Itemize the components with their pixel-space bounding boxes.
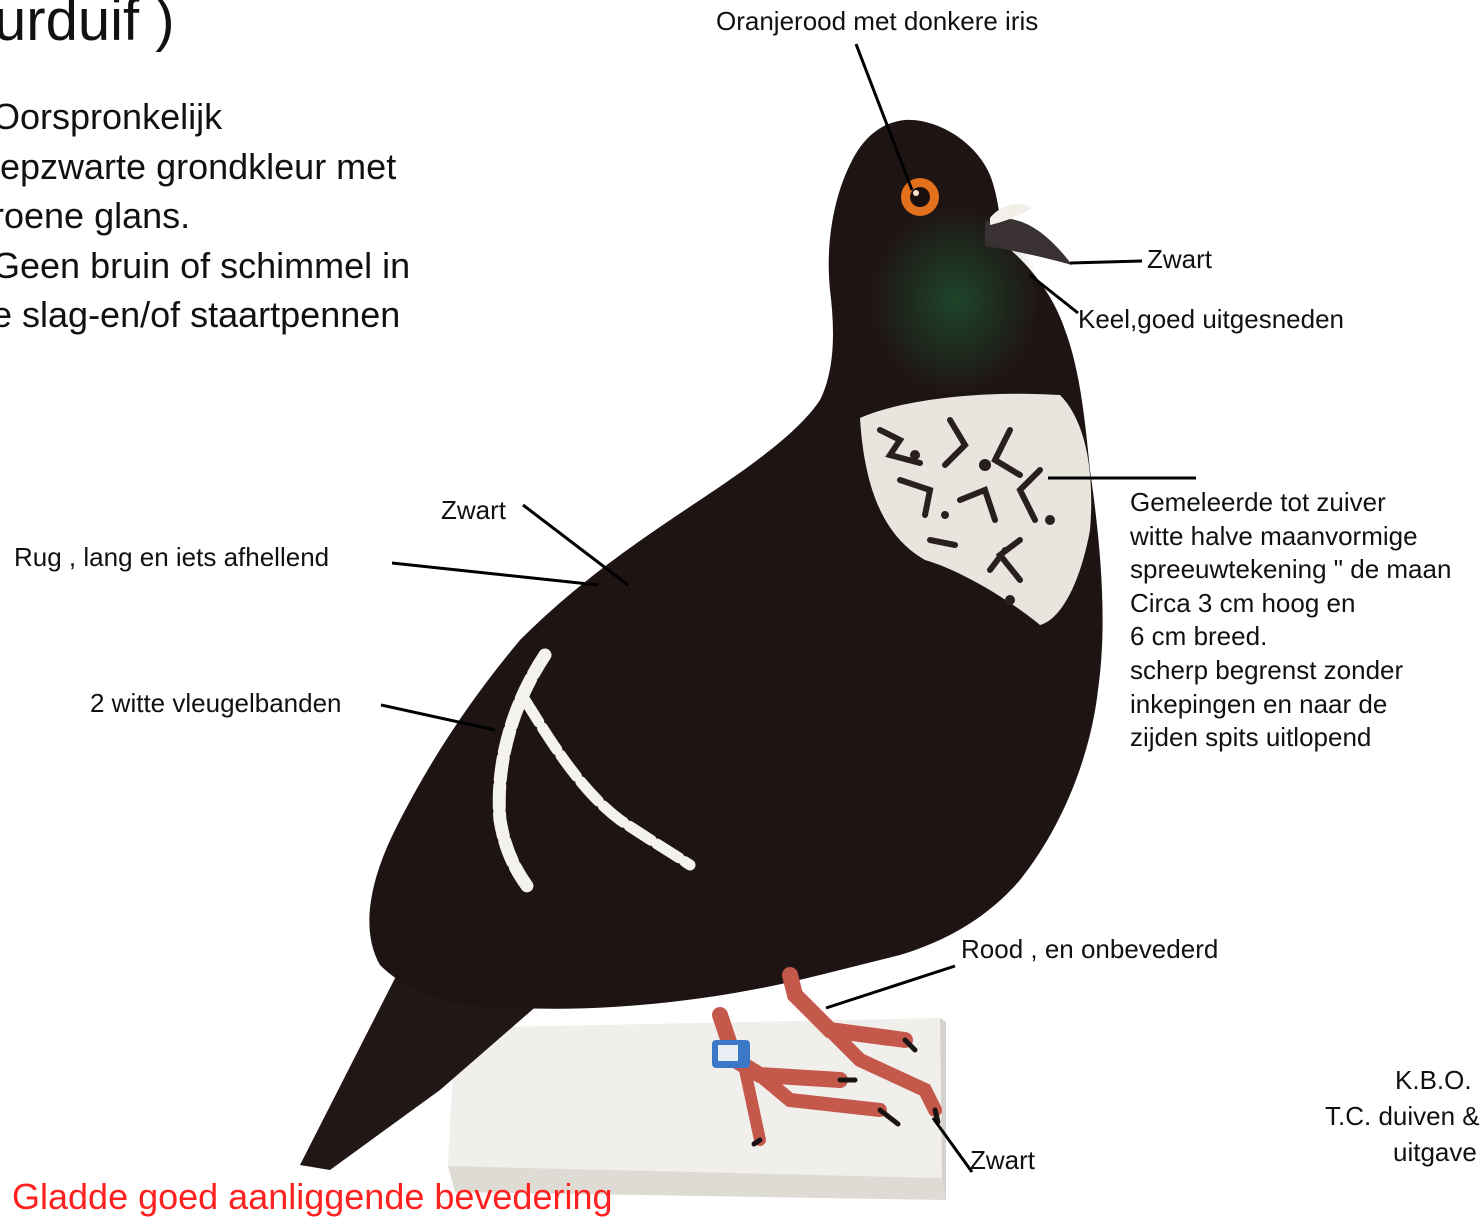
label-eye: Oranjerood met donkere iris bbox=[716, 8, 1038, 34]
label-back-color: Zwart bbox=[441, 497, 506, 523]
moon-description-line: scherp begrenst zonder bbox=[1130, 654, 1451, 688]
breed-description: Oorspronkelijk iepzwarte grondkleur met … bbox=[0, 92, 410, 340]
label-nails: Zwart bbox=[970, 1147, 1035, 1173]
moon-description-line: 6 cm breed. bbox=[1130, 620, 1451, 654]
moon-description: Gemeleerde tot zuiver witte halve maanvo… bbox=[1130, 486, 1451, 755]
label-legs: Rood , en onbevederd bbox=[961, 936, 1218, 962]
description-line: roene glans. bbox=[0, 191, 410, 241]
moon-description-line: witte halve maanvormige bbox=[1130, 520, 1451, 554]
credit-line: K.B.O. bbox=[1395, 1062, 1472, 1098]
description-line: Geen bruin of schimmel in bbox=[0, 241, 410, 291]
footer-note: Gladde goed aanliggende bevedering bbox=[12, 1179, 613, 1215]
credit-tc: T.C. duiven & bbox=[1325, 1098, 1480, 1134]
leader-line-legs bbox=[826, 966, 955, 1008]
moon-description-line: spreeuwtekening " de maan bbox=[1130, 553, 1451, 587]
label-back-shape: Rug , lang en iets afhellend bbox=[14, 544, 329, 570]
moon-description-line: zijden spits uitlopend bbox=[1130, 721, 1451, 755]
moon-description-line: Gemeleerde tot zuiver bbox=[1130, 486, 1451, 520]
label-beak: Zwart bbox=[1147, 246, 1212, 272]
leader-line-back-color bbox=[523, 505, 628, 585]
eye bbox=[901, 178, 939, 216]
label-throat: Keel,goed uitgesneden bbox=[1078, 306, 1344, 332]
description-line: e slag-en/of staartpennen bbox=[0, 290, 410, 340]
credit-line: uitgave bbox=[1393, 1134, 1477, 1170]
leader-line-back-shape bbox=[392, 563, 598, 585]
credit-uitgave: uitgave bbox=[1393, 1134, 1477, 1170]
label-wing-bars: 2 witte vleugelbanden bbox=[90, 690, 342, 716]
credit-kbo: K.B.O. bbox=[1395, 1062, 1472, 1098]
moon-description-line: inkepingen en naar de bbox=[1130, 688, 1451, 722]
moon-description-line: Circa 3 cm hoog en bbox=[1130, 587, 1451, 621]
page-title: urduif ) bbox=[0, 0, 175, 50]
credit-line: T.C. duiven & bbox=[1325, 1098, 1480, 1134]
leg-ring bbox=[712, 1040, 750, 1068]
description-line: iepzwarte grondkleur met bbox=[0, 142, 410, 192]
description-line: Oorspronkelijk bbox=[0, 92, 410, 142]
leader-line-beak bbox=[1070, 261, 1142, 263]
